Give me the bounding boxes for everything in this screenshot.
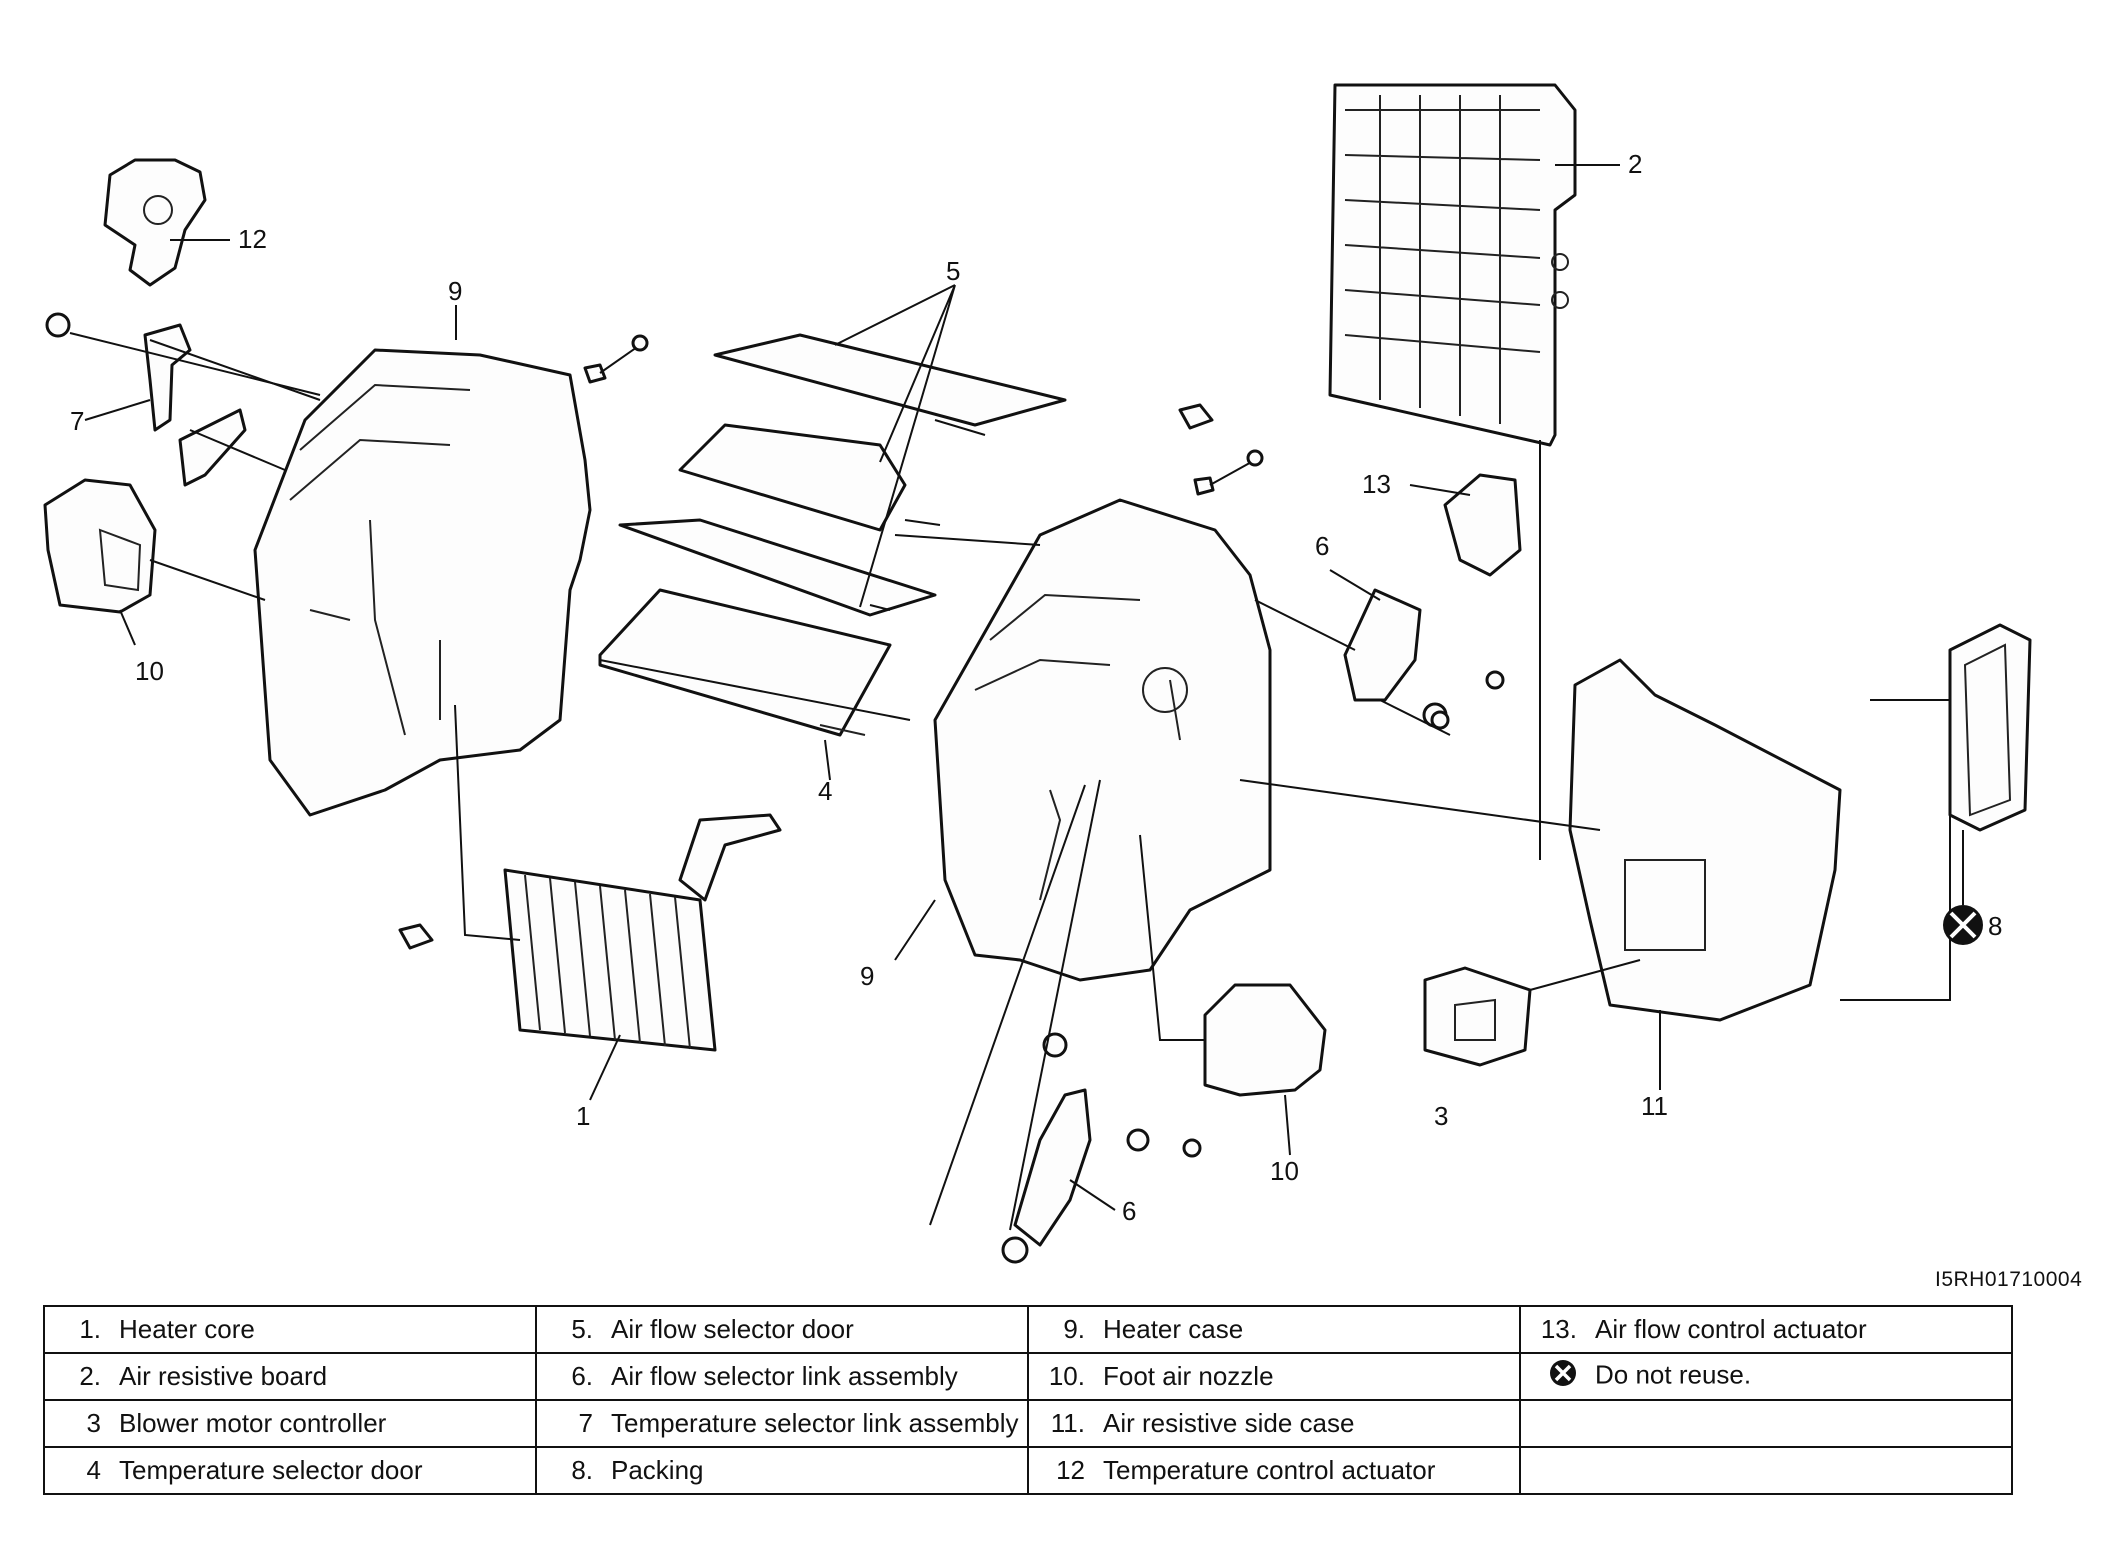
legend-item-number: 4 (86, 1455, 101, 1485)
legend-item-number: 12 (1056, 1455, 1085, 1485)
legend-item-label: Temperature selector door (119, 1455, 423, 1485)
do-not-reuse-icon (1943, 905, 1983, 945)
do-not-reuse-icon (1529, 1359, 1577, 1394)
legend-cell: 8. Packing (535, 1446, 1029, 1495)
legend-item-label: Do not reuse. (1595, 1359, 1752, 1390)
legend-item-label: Air resistive side case (1103, 1408, 1355, 1438)
legend-item-label: Air resistive board (119, 1361, 328, 1391)
diagram-reference-code: I5RH01710004 (1935, 1268, 2083, 1291)
callout-13: 13 (1362, 469, 1391, 499)
temperature-control-actuator (103, 158, 207, 287)
callout-6-lower: 6 (1122, 1196, 1136, 1226)
legend-item-number: 5. (571, 1314, 593, 1344)
legend-cell: 10. Foot air nozzle (1027, 1352, 1521, 1401)
legend-cell: 11. Air resistive side case (1027, 1399, 1521, 1448)
legend-item-label: Temperature selector link assembly (611, 1408, 1019, 1438)
foot-air-nozzle-left (43, 478, 157, 614)
air-resistive-side-case (1568, 658, 1842, 1022)
legend-cell (1519, 1399, 2013, 1448)
legend-item-number: 13. (1540, 1314, 1577, 1344)
legend-cell: 1. Heater core (43, 1305, 537, 1354)
callout-8: 8 (1988, 911, 2002, 941)
parts-legend-table: 1. Heater core 5. Air flow selector door 9. H… (43, 1305, 2013, 1495)
callout-12: 12 (238, 224, 267, 254)
legend-cell: 6. Air flow selector link assembly (535, 1352, 1029, 1401)
legend-cell: Do not reuse. (1519, 1352, 2013, 1401)
legend-item-label: Air flow selector link assembly (611, 1361, 958, 1391)
legend-item-label: Blower motor controller (119, 1408, 387, 1438)
legend-row: 4 Temperature selector door 8. Packing 12 Tem… (43, 1446, 2013, 1495)
legend-item-number: 2. (79, 1361, 101, 1391)
callout-10-left: 10 (135, 656, 164, 686)
legend-cell: 7 Temperature selector link assembly (535, 1399, 1029, 1448)
legend-cell: 2. Air resistive board (43, 1352, 537, 1401)
legend-row: 3 Blower motor controller 7 Temperature sel… (43, 1399, 2013, 1448)
legend-cell: 5. Air flow selector door (535, 1305, 1029, 1354)
callout-9-center: 9 (860, 961, 874, 991)
temperature-selector-link-assembly (45, 312, 247, 487)
legend-item-number: 10. (1048, 1361, 1085, 1391)
legend-cell: 12 Temperature control actuator (1027, 1446, 1521, 1495)
callout-9-left: 9 (448, 276, 462, 306)
callout-4: 4 (818, 776, 832, 806)
leader-lines (69, 332, 1951, 1231)
air-flow-control-actuator (1443, 473, 1522, 577)
air-flow-selector-link-lower (1001, 1032, 1202, 1264)
legend-item-label: Air flow selector door (611, 1314, 854, 1344)
parts-legend-body: 1. Heater core 5. Air flow selector door 9. H… (43, 1305, 2013, 1495)
legend-item-number: 9. (1063, 1314, 1085, 1344)
air-flow-selector-doors (618, 333, 1067, 617)
callout-5: 5 (946, 256, 960, 286)
packing (1948, 623, 2032, 832)
callout-3: 3 (1434, 1101, 1448, 1131)
temperature-selector-door (598, 588, 892, 737)
legend-cell (1519, 1446, 2013, 1495)
blower-motor-controller (1423, 966, 1532, 1067)
legend-cell: 13. Air flow control actuator (1519, 1305, 2013, 1354)
foot-air-nozzle-center (1203, 983, 1327, 1097)
legend-item-label: Heater case (1103, 1314, 1244, 1344)
heater-core (503, 813, 782, 1052)
legend-row: 2. Air resistive board 6. Air flow selector… (43, 1352, 2013, 1401)
callout-10-center: 10 (1270, 1156, 1299, 1186)
heater-case-center (933, 498, 1272, 982)
heater-case-left (253, 348, 592, 817)
legend-item-label: Temperature control actuator (1103, 1455, 1436, 1485)
air-flow-selector-link-upper (1343, 588, 1448, 728)
exploded-view-diagram: 2 12 9 5 7 10 4 13 6 8 9 1 11 3 10 6 (43, 83, 2032, 1264)
legend-item-number: 8. (571, 1455, 593, 1485)
callout-7: 7 (70, 406, 84, 436)
legend-item-label: Packing (611, 1455, 704, 1485)
legend-row: 1. Heater core 5. Air flow selector door 9. H… (43, 1305, 2013, 1354)
legend-item-label: Heater core (119, 1314, 255, 1344)
callout-11: 11 (1641, 1091, 1668, 1121)
legend-item-number: 1. (79, 1314, 101, 1344)
legend-item-number: 11. (1050, 1408, 1085, 1438)
legend-cell: 3 Blower motor controller (43, 1399, 537, 1448)
legend-item-label: Air flow control actuator (1595, 1314, 1867, 1344)
fasteners (398, 334, 1505, 950)
legend-item-label: Foot air nozzle (1103, 1361, 1274, 1391)
legend-item-number: 3 (86, 1408, 101, 1438)
callout-1: 1 (576, 1101, 590, 1131)
legend-item-number: 6. (571, 1361, 593, 1391)
legend-cell: 4 Temperature selector door (43, 1446, 537, 1495)
air-resistive-board (1328, 83, 1577, 447)
callout-2: 2 (1628, 149, 1642, 179)
callout-6-upper: 6 (1315, 531, 1329, 561)
legend-cell: 9. Heater case (1027, 1305, 1521, 1354)
callout-leaders (84, 164, 1964, 1211)
legend-item-number: 7 (578, 1408, 593, 1438)
